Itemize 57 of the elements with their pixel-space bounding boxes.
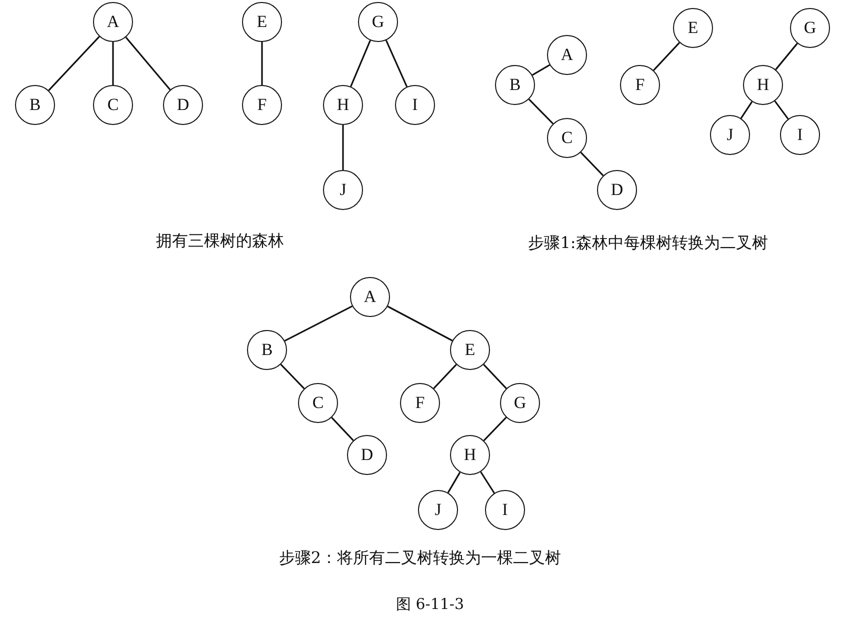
- tree-node-circle: F: [620, 65, 660, 105]
- tree-node-circle: D: [597, 170, 637, 210]
- tree-node-circle: C: [547, 118, 587, 158]
- tree-node-circle: H: [450, 435, 490, 475]
- tree-node-circle: E: [673, 8, 713, 48]
- tree-node-circle: E: [450, 330, 490, 370]
- tree-edge: [532, 64, 550, 76]
- tree-node-circle: B: [495, 65, 535, 105]
- tree-edge: [280, 364, 305, 390]
- tree-node-circle: G: [790, 8, 830, 48]
- tree-node-circle: D: [163, 85, 203, 125]
- tree-node-circle: A: [547, 35, 587, 75]
- tree-node-circle: A: [93, 2, 133, 42]
- tree-edge: [284, 305, 353, 342]
- tree-edge: [387, 306, 453, 342]
- tree-node-circle: D: [347, 435, 387, 475]
- tree-node-circle: I: [780, 115, 820, 155]
- tree-edge: [331, 417, 354, 441]
- tree-node-circle: G: [500, 383, 540, 423]
- tree-edge: [112, 42, 114, 85]
- tree-edge: [385, 40, 408, 88]
- tree-edge: [350, 40, 371, 87]
- tree-edge: [342, 125, 344, 170]
- tree-edge: [740, 101, 753, 119]
- tree-node-circle: E: [242, 2, 282, 42]
- tree-node-circle: H: [743, 65, 783, 105]
- tree-edge: [483, 364, 507, 389]
- tree-edge: [447, 472, 461, 494]
- tree-node-circle: C: [93, 85, 133, 125]
- tree-edge: [125, 36, 171, 90]
- tree-edge: [480, 471, 495, 494]
- tree-node-circle: J: [323, 170, 363, 210]
- tree-node-circle: H: [323, 85, 363, 125]
- tree-node-circle: I: [395, 85, 435, 125]
- tree-node-circle: F: [400, 383, 440, 423]
- figure-subcaption: 步骤1:森林中每棵树转换为二叉树: [528, 233, 768, 254]
- tree-edge: [774, 100, 789, 120]
- tree-node-circle: B: [15, 85, 55, 125]
- tree-edge: [580, 152, 604, 176]
- figure-caption: 图 6-11-3: [396, 595, 464, 614]
- tree-edge: [48, 36, 100, 91]
- tree-edge: [261, 42, 263, 85]
- tree-edge: [653, 42, 680, 71]
- tree-node-circle: J: [710, 115, 750, 155]
- tree-edge: [483, 416, 507, 442]
- tree-node-circle: I: [485, 490, 525, 530]
- tree-node-circle: C: [298, 383, 338, 423]
- figure-subcaption: 步骤2：将所有二叉树转换为一棵二叉树: [278, 548, 562, 569]
- tree-edge: [775, 42, 798, 70]
- tree-node-circle: J: [418, 490, 458, 530]
- tree-edge: [433, 364, 457, 389]
- figure-subcaption: 拥有三棵树的森林: [156, 231, 284, 252]
- tree-edge: [528, 98, 554, 124]
- tree-node-circle: A: [350, 277, 390, 317]
- tree-node-circle: F: [242, 85, 282, 125]
- tree-node-circle: B: [247, 330, 287, 370]
- tree-node-circle: G: [358, 2, 398, 42]
